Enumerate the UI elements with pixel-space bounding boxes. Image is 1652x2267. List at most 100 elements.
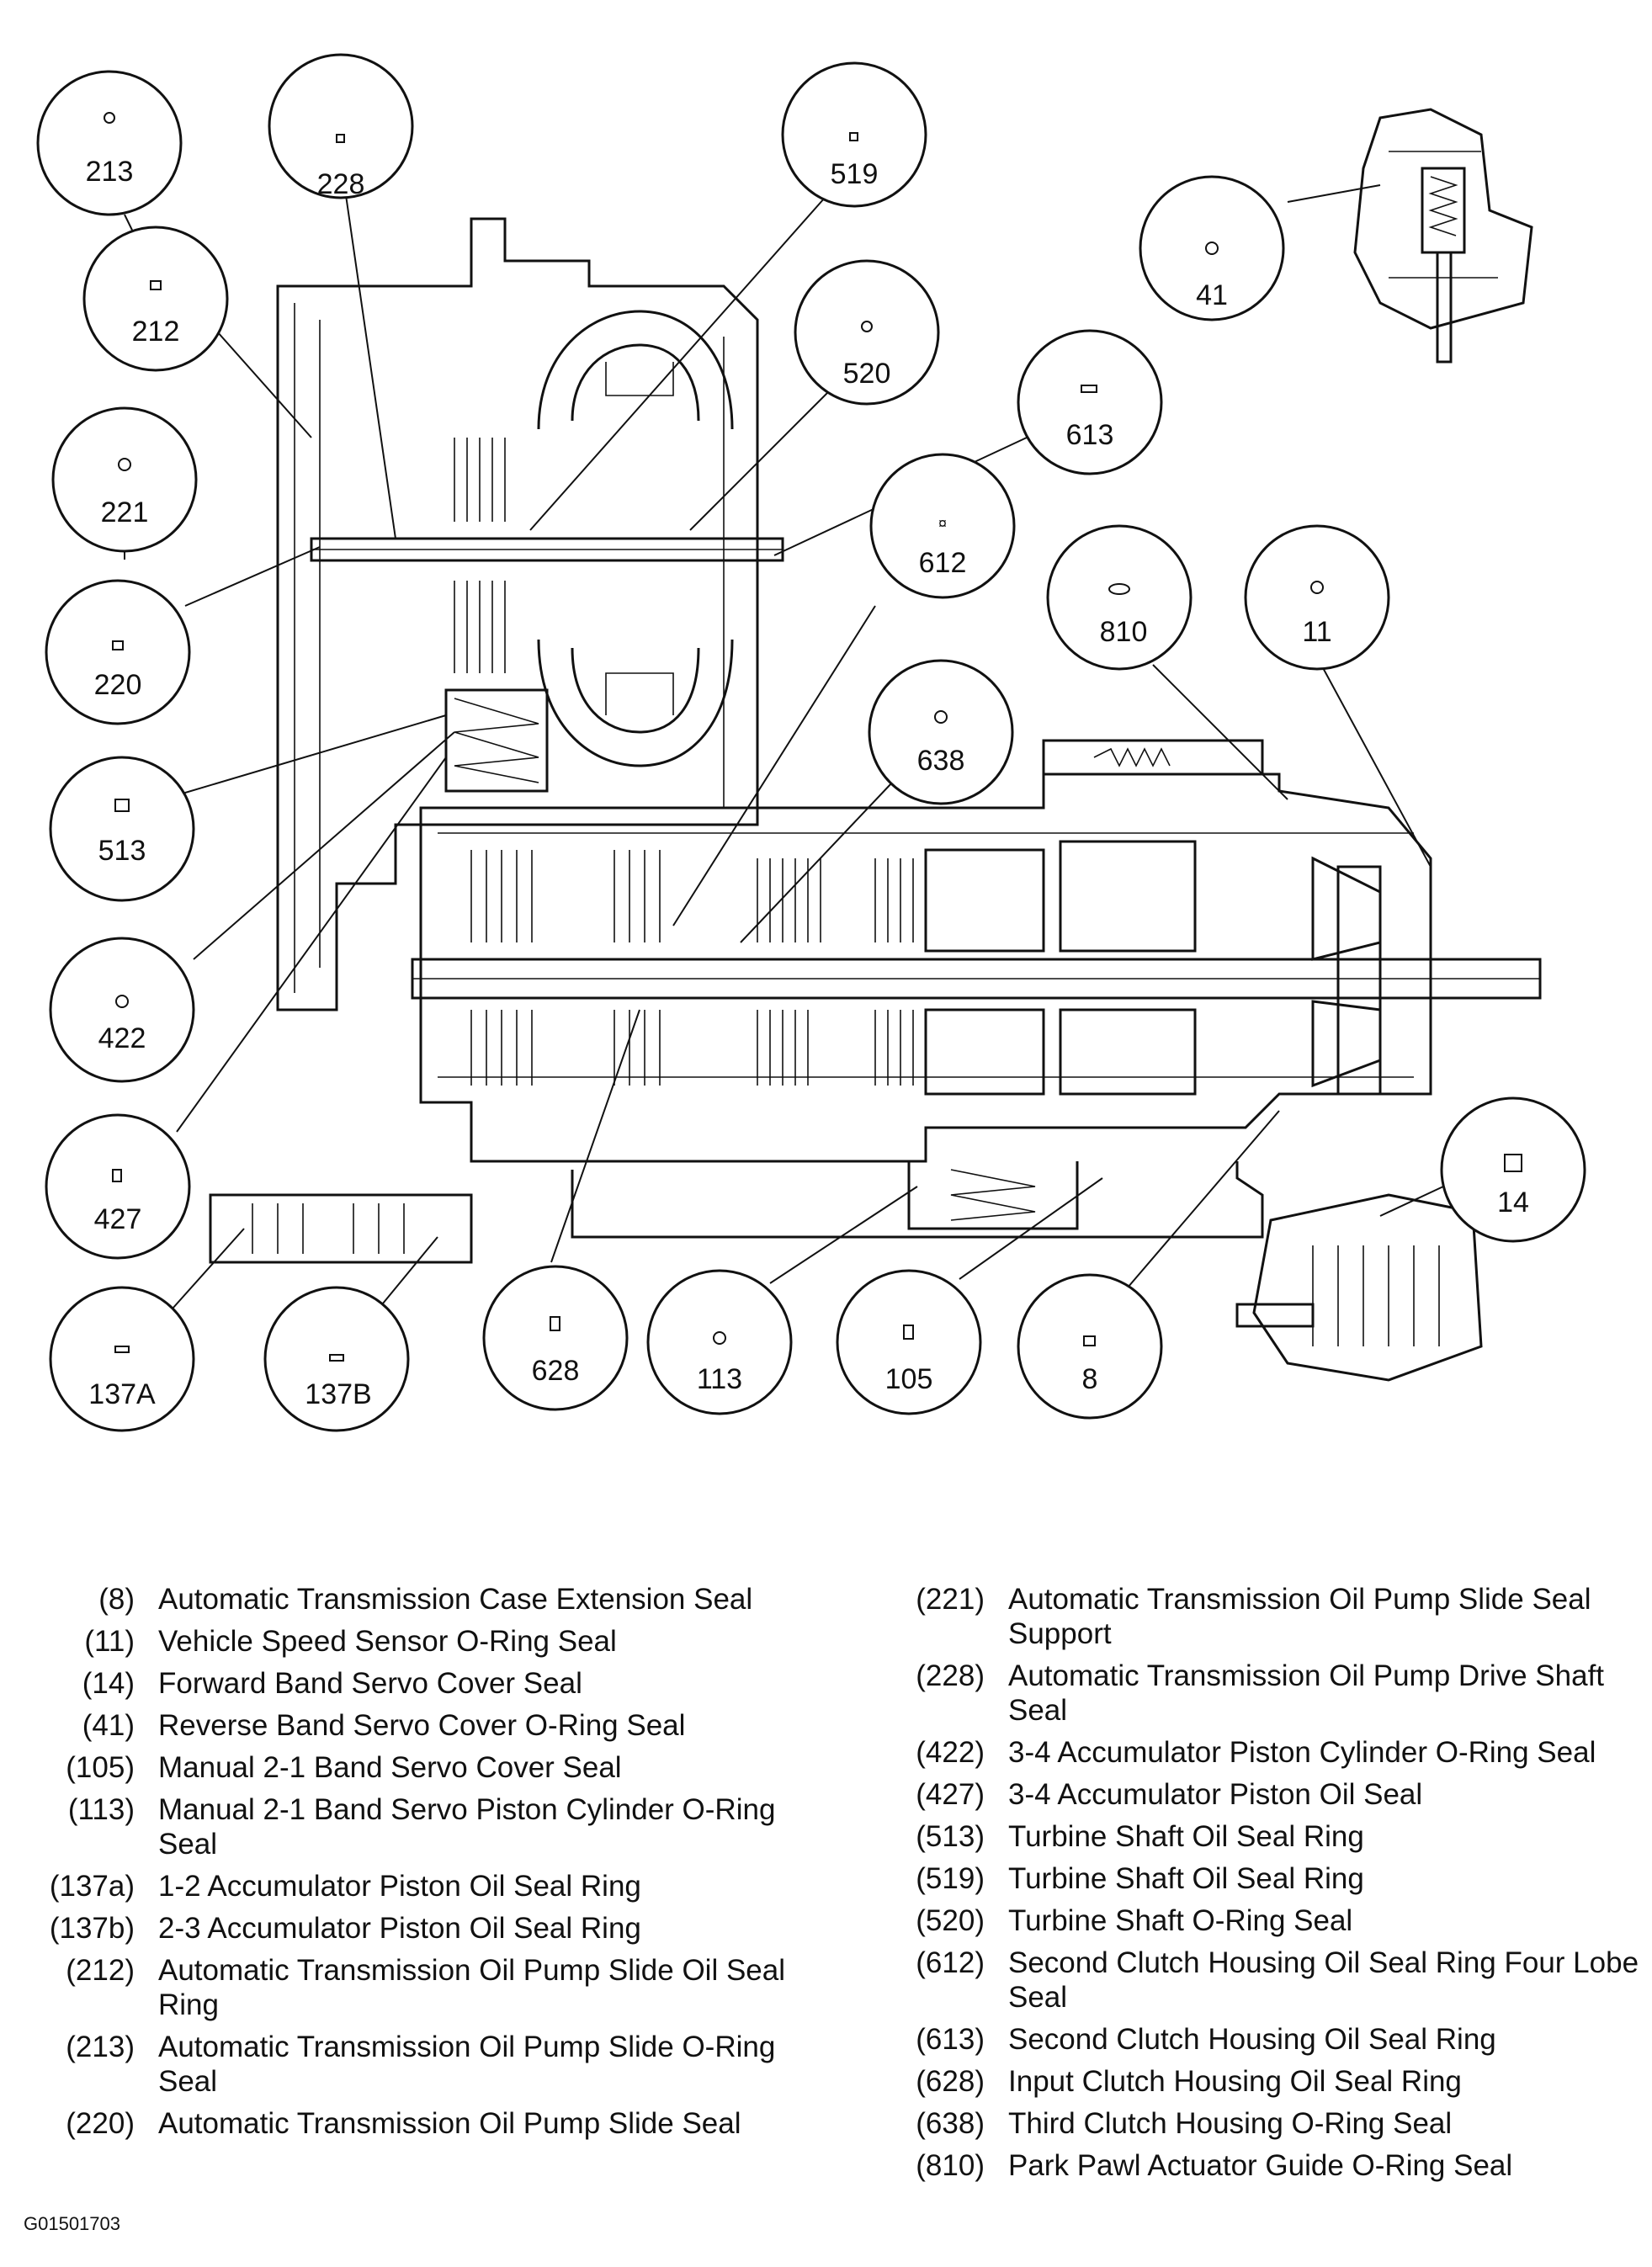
- legend-code: (519): [916, 1862, 985, 1895]
- seal-glyph-icon: [118, 458, 131, 471]
- svg-text:520: 520: [843, 358, 891, 390]
- callout-11: 11: [1244, 524, 1390, 671]
- parts-legend: (8)Automatic Transmission Case Extension…: [0, 1582, 1652, 2222]
- svg-text:113: 113: [697, 1363, 742, 1395]
- legend-description: Input Clutch Housing Oil Seal Ring: [1008, 2065, 1462, 2098]
- callout-612: ¤ 612: [869, 453, 1016, 599]
- svg-text:810: 810: [1100, 616, 1148, 648]
- seal-glyph-icon: [336, 134, 345, 143]
- legend-description: Reverse Band Servo Cover O-Ring Seal: [158, 1709, 686, 1742]
- svg-text:105: 105: [885, 1363, 933, 1395]
- svg-text:8: 8: [1082, 1363, 1098, 1395]
- seal-glyph-icon: [114, 1346, 130, 1353]
- transmission-seal-diagram: 213 228 519 212 520 41 613 221 ¤ 612: [36, 53, 1586, 1432]
- legend-code: (427): [916, 1778, 985, 1811]
- legend-description: 3-4 Accumulator Piston Cylinder O-Ring S…: [1008, 1736, 1596, 1769]
- legend-description: Automatic Transmission Oil Pump Slide Oi…: [158, 1954, 785, 2021]
- legend-item: (8)Automatic Transmission Case Extension…: [25, 1582, 808, 1617]
- legend-left-column: (8)Automatic Transmission Case Extension…: [25, 1582, 808, 2148]
- legend-description: Second Clutch Housing Oil Seal Ring: [1008, 2023, 1496, 2056]
- seal-glyph-icon: [1108, 583, 1130, 595]
- legend-code: (638): [916, 2107, 985, 2140]
- legend-item: (137a) 1-2 Accumulator Piston Oil Seal Ri…: [25, 1869, 808, 1903]
- legend-description: Second Clutch Housing Oil Seal Ring Four…: [1008, 1946, 1639, 2014]
- callout-520: 520: [794, 259, 940, 406]
- svg-text:613: 613: [1066, 419, 1114, 451]
- legend-code: (113): [67, 1793, 135, 1826]
- legend-item: (519) Turbine Shaft Oil Seal Ring: [875, 1861, 1645, 1896]
- callout-220: 220: [45, 579, 191, 725]
- legend-item: (105)Manual 2-1 Band Servo Cover Seal: [25, 1750, 808, 1785]
- callout-113: 113: [646, 1269, 793, 1415]
- legend-description: Park Pawl Actuator Guide O-Ring Seal: [1008, 2149, 1513, 2182]
- callout-638: 638: [868, 659, 1014, 805]
- callout-613: 613: [1017, 329, 1163, 475]
- legend-code: (221): [916, 1583, 985, 1616]
- callout-221: 221: [51, 406, 198, 553]
- legend-code: (8): [98, 1583, 135, 1616]
- legend-item: (220)Automatic Transmission Oil Pump Sli…: [25, 2106, 808, 2141]
- svg-text:628: 628: [532, 1355, 580, 1387]
- legend-description: Turbine Shaft Oil Seal Ring: [1008, 1820, 1364, 1853]
- seal-glyph-icon: [329, 1354, 344, 1362]
- seal-glyph-icon: [550, 1316, 560, 1331]
- legend-description: Automatic Transmission Oil Pump Drive Sh…: [1008, 1659, 1605, 1727]
- legend-code: (422): [916, 1736, 985, 1769]
- legend-description: Automatic Transmission Oil Pump Slide Se…: [1008, 1583, 1591, 1650]
- legend-item: (137b)2-3 Accumulator Piston Oil Seal Ri…: [25, 1911, 808, 1946]
- callout-212: 212: [82, 226, 229, 372]
- seal-glyph-icon: [1205, 242, 1219, 255]
- svg-text:427: 427: [94, 1203, 142, 1235]
- legend-description: 1-2 Accumulator Piston Oil Seal Ring: [158, 1870, 641, 1903]
- seal-glyph-icon: [849, 132, 858, 141]
- legend-description: Automatic Transmission Oil Pump Slide O-…: [158, 2031, 776, 2098]
- legend-item: (513)Turbine Shaft Oil Seal Ring: [875, 1819, 1645, 1854]
- legend-item: (228) Automatic Transmission Oil Pump Dri…: [875, 1659, 1645, 1728]
- callout-137B: 137B: [263, 1286, 410, 1432]
- svg-text:14: 14: [1497, 1187, 1529, 1218]
- legend-description: Turbine Shaft Oil Seal Ring: [1008, 1862, 1364, 1895]
- legend-item: (113) Manual 2-1 Band Servo Piston Cylind…: [25, 1792, 808, 1861]
- svg-text:221: 221: [101, 496, 149, 528]
- callout-228: 228: [268, 53, 414, 200]
- callout-14: 14: [1440, 1096, 1586, 1243]
- legend-code: (11): [84, 1625, 135, 1658]
- legend-item: (427)3-4 Accumulator Piston Oil Seal: [875, 1777, 1645, 1812]
- svg-text:41: 41: [1196, 279, 1228, 311]
- legend-code: (137a): [49, 1870, 135, 1903]
- legend-item: (212)Automatic Transmission Oil Pump Sli…: [25, 1953, 808, 2022]
- seal-glyph-icon: [115, 995, 129, 1008]
- legend-item: (520) Turbine Shaft O-Ring Seal: [875, 1903, 1645, 1938]
- legend-code: (612): [916, 1946, 985, 1979]
- legend-code: (228): [916, 1659, 985, 1692]
- four-lobe-seal-icon: ¤: [938, 515, 947, 532]
- legend-code: (613): [916, 2023, 985, 2056]
- svg-text:213: 213: [86, 156, 134, 188]
- svg-text:519: 519: [831, 158, 879, 190]
- legend-description: Forward Band Servo Cover Seal: [158, 1667, 582, 1700]
- svg-text:212: 212: [132, 316, 180, 348]
- legend-code: (520): [916, 1904, 985, 1937]
- callout-41: 41: [1139, 175, 1285, 321]
- legend-description: Manual 2-1 Band Servo Piston Cylinder O-…: [158, 1793, 776, 1861]
- callout-422: 422: [49, 937, 195, 1083]
- legend-code: (810): [916, 2149, 985, 2182]
- svg-text:228: 228: [317, 168, 365, 200]
- legend-description: 2-3 Accumulator Piston Oil Seal Ring: [158, 1912, 641, 1945]
- svg-text:638: 638: [917, 745, 965, 777]
- seal-glyph-icon: [1504, 1154, 1522, 1172]
- callout-137A: 137A: [49, 1286, 195, 1432]
- seal-glyph-icon: [903, 1325, 914, 1340]
- svg-text:137B: 137B: [305, 1378, 371, 1410]
- legend-description: Automatic Transmission Oil Pump Slide Se…: [158, 2107, 741, 2140]
- callout-8: 8: [1017, 1273, 1163, 1420]
- seal-glyph-icon: [713, 1331, 726, 1345]
- figure-id: G01501703: [24, 2213, 120, 2234]
- legend-item: (628)Input Clutch Housing Oil Seal Ring: [875, 2064, 1645, 2099]
- svg-text:612: 612: [919, 547, 967, 579]
- seal-glyph-icon: [1083, 1335, 1096, 1346]
- seal-glyph-icon: [112, 1169, 122, 1182]
- svg-text:422: 422: [98, 1022, 146, 1054]
- seal-glyph-icon: [934, 710, 948, 724]
- legend-description: Turbine Shaft O-Ring Seal: [1008, 1904, 1353, 1937]
